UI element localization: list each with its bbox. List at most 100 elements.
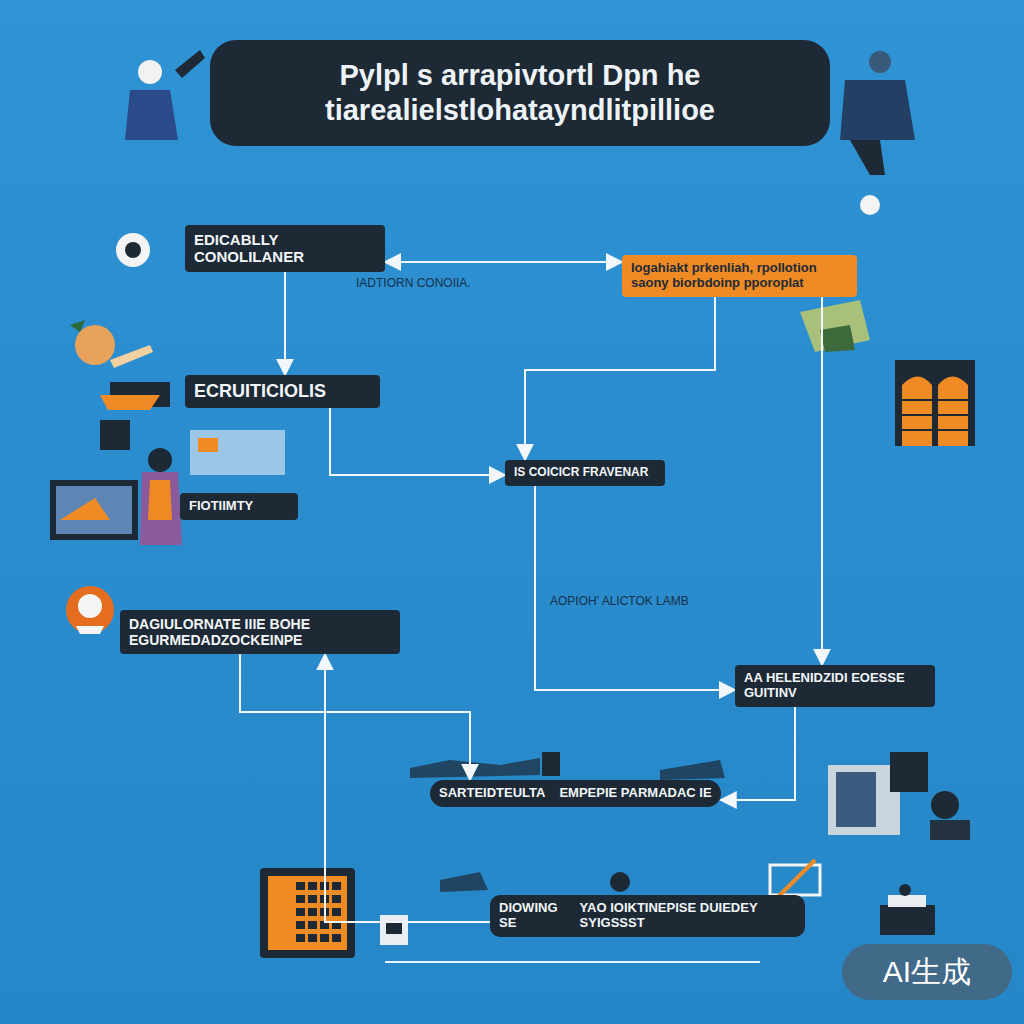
hand-icon [116,233,150,267]
decor-shape [902,429,932,431]
decor-shape [836,772,876,827]
decor-shape [542,752,560,776]
node-text: SARTEIDTEULTA [439,786,545,801]
band-box: SARTEIDTEULTA EMPEPIE PARMADAC IE [430,780,721,807]
decor-shape [660,760,725,780]
decor-shape [410,758,540,778]
node-text: AA HELENIDZIDI EOESSE GUITINV [744,671,926,701]
decor-shape [775,860,815,900]
screen-cell [332,934,341,942]
decor-shape [850,140,885,175]
person-figure [125,50,205,140]
process-box: ECRUITICIOLIS [185,375,380,408]
node-text: DIOWINGSE [499,901,566,931]
screen-cell [308,882,317,890]
decor-shape [60,498,110,520]
screen-cell [332,895,341,903]
watermark: AI生成 [842,944,1012,1000]
decor-shape [880,905,935,935]
screen-cell [296,882,305,890]
decor-shape [268,876,347,950]
decor-shape [902,414,932,416]
baseline-rule [385,961,760,963]
decor-shape [138,60,162,84]
decor-shape [260,868,355,958]
decor-shape [610,872,630,892]
flow-arrow [240,654,470,780]
node-text: ECRUITICIOLIS [194,381,371,402]
node-text: EDICABLLY CONOLILANER [194,231,376,266]
screen-cell [320,934,329,942]
decor-shape [380,915,408,945]
process-box: AA HELENIDZIDI EOESSE GUITINV [735,665,935,707]
flow-arrow [284,272,286,376]
node-text: YAO IOIKTINEPISE DUIEDEY SYIGSSST [580,901,796,931]
screen-cell [332,908,341,916]
flow-arrow [525,297,715,460]
flow-arrow [721,707,795,800]
decor-shape [938,399,968,401]
decor-shape [938,429,968,431]
decor-shape [148,448,172,472]
decor-shape [125,242,141,258]
decor-shape [116,233,150,267]
decor-shape [938,377,968,447]
decor-shape [56,486,132,534]
process-box: FIOTIIMTY [180,493,298,520]
decor-shape [840,80,915,140]
decor-shape [175,50,205,78]
process-box: DAGIULORNATE IIIE BOHE EGURMEDADZOCKEINP… [120,610,400,654]
decor-shape [76,626,104,634]
decor-shape [100,420,130,450]
screen-cell [296,921,305,929]
decor-shape [899,884,911,896]
decor-shape [895,360,975,446]
machine-illustration [828,752,970,840]
decor-shape [70,320,85,332]
printer-illustration [880,884,935,935]
screen-cell [296,895,305,903]
decor-shape [820,325,855,352]
decor-shape [140,472,182,545]
decor-shape [800,300,870,352]
process-box: IS COICICR FRAVENAR [505,460,665,486]
person-figure [840,51,915,215]
screen-cell [308,921,317,929]
node-text: EMPEPIE PARMADAC IE [559,786,711,801]
decor-shape [869,51,891,73]
flow-arrow [385,261,622,263]
decor-shape [860,195,880,215]
note-box: Iogahiakt prkenliah, rpollotion saony bi… [622,255,857,297]
person-figure [70,320,153,368]
decor-shape [296,882,341,942]
decor-shape [75,325,115,365]
decor-shape [902,399,932,401]
decor-shape [930,820,970,840]
band-box: DIOWINGSE YAO IOIKTINEPISE DUIEDEY SYIGSS… [490,895,805,937]
decor-shape [888,895,926,907]
decor-shape [890,752,928,792]
decor-shape [386,922,402,934]
annotation-label: AOPIOH' ALICTOK LAMB [550,594,689,608]
title-banner: Pylpl s arrapivtortl Dpn he tiarealielst… [210,40,830,146]
flag-icon [770,860,820,900]
screen-illustration [260,868,408,958]
screen-cell [296,934,305,942]
flow-arrow [822,291,857,665]
node-text: Iogahiakt prkenliah, rpollotion saony bi… [631,261,848,291]
screen-cell [308,934,317,942]
process-box: EDICABLLY CONOLILANER [185,225,385,272]
flow-arrow [330,408,505,475]
decor-shape [198,438,218,452]
window-icon [895,360,975,446]
decor-shape [190,430,285,475]
decor-shape [440,872,488,892]
decor-shape [100,395,160,410]
avatar-icon [66,586,114,634]
flow-arrow [535,486,735,690]
screen-cell [308,908,317,916]
decor-shape [78,594,102,618]
node-text: FIOTIIMTY [189,499,289,514]
